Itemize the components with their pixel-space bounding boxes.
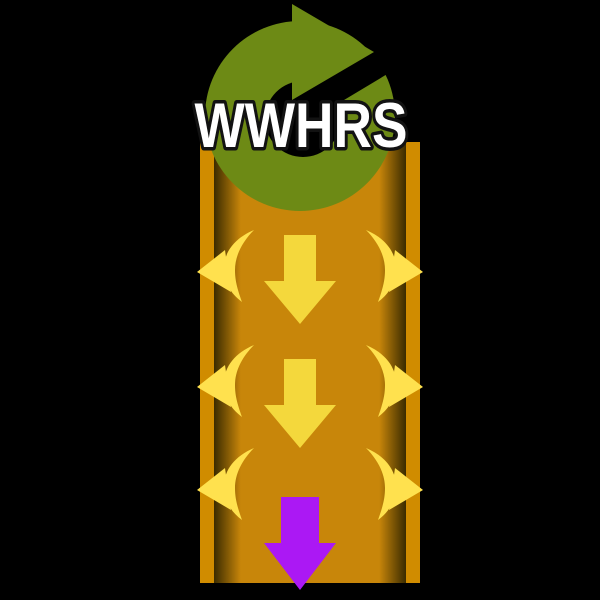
recycle-arrowhead (292, 4, 374, 100)
drain-outflow-arrow (264, 497, 336, 590)
recycle-ring-gap (290, 36, 414, 124)
wwhrs-label: WWHRS (195, 91, 408, 161)
recycle-arrow-icon (205, 4, 414, 211)
